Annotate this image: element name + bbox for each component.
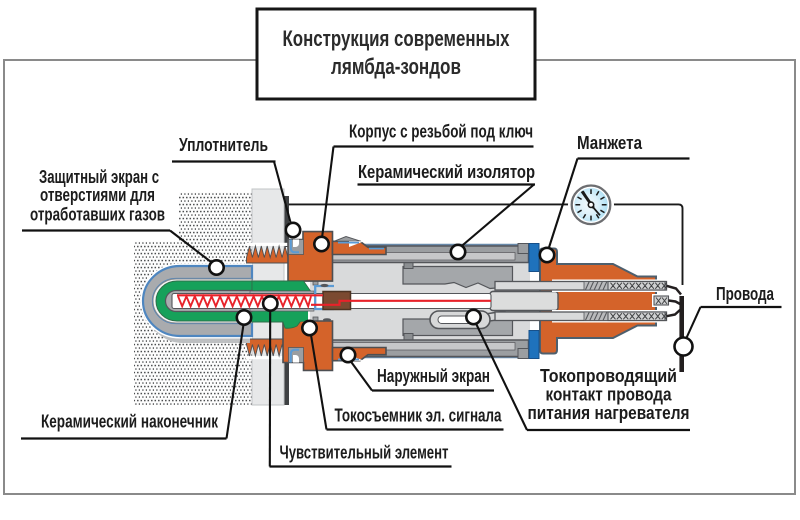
svg-text:Провода: Провода [716,284,775,304]
svg-text:питания нагревателя: питания нагревателя [528,403,690,423]
svg-text:отработавших газов: отработавших газов [30,205,165,225]
svg-text:Наружный экран: Наружный экран [377,366,490,386]
svg-text:Корпус с резьбой под ключ: Корпус с резьбой под ключ [349,121,533,141]
svg-text:Керамический наконечник: Керамический наконечник [41,411,219,431]
svg-text:Защитный экран с: Защитный экран с [39,167,159,187]
svg-text:Уплотнитель: Уплотнитель [179,135,268,155]
svg-text:Керамический изолятор: Керамический изолятор [358,162,535,182]
svg-text:Токопроводящий: Токопроводящий [540,366,677,386]
svg-text:Токосъемник эл. сигнала: Токосъемник эл. сигнала [335,405,503,425]
svg-text:Чувствительный элемент: Чувствительный элемент [280,442,449,462]
svg-text:контакт провода: контакт провода [546,384,673,404]
svg-text:отверстиями для: отверстиями для [40,185,155,205]
svg-text:лямбда-зондов: лямбда-зондов [331,54,461,79]
svg-text:Манжета: Манжета [577,133,643,153]
svg-text:Конструкция современных: Конструкция современных [283,26,511,51]
